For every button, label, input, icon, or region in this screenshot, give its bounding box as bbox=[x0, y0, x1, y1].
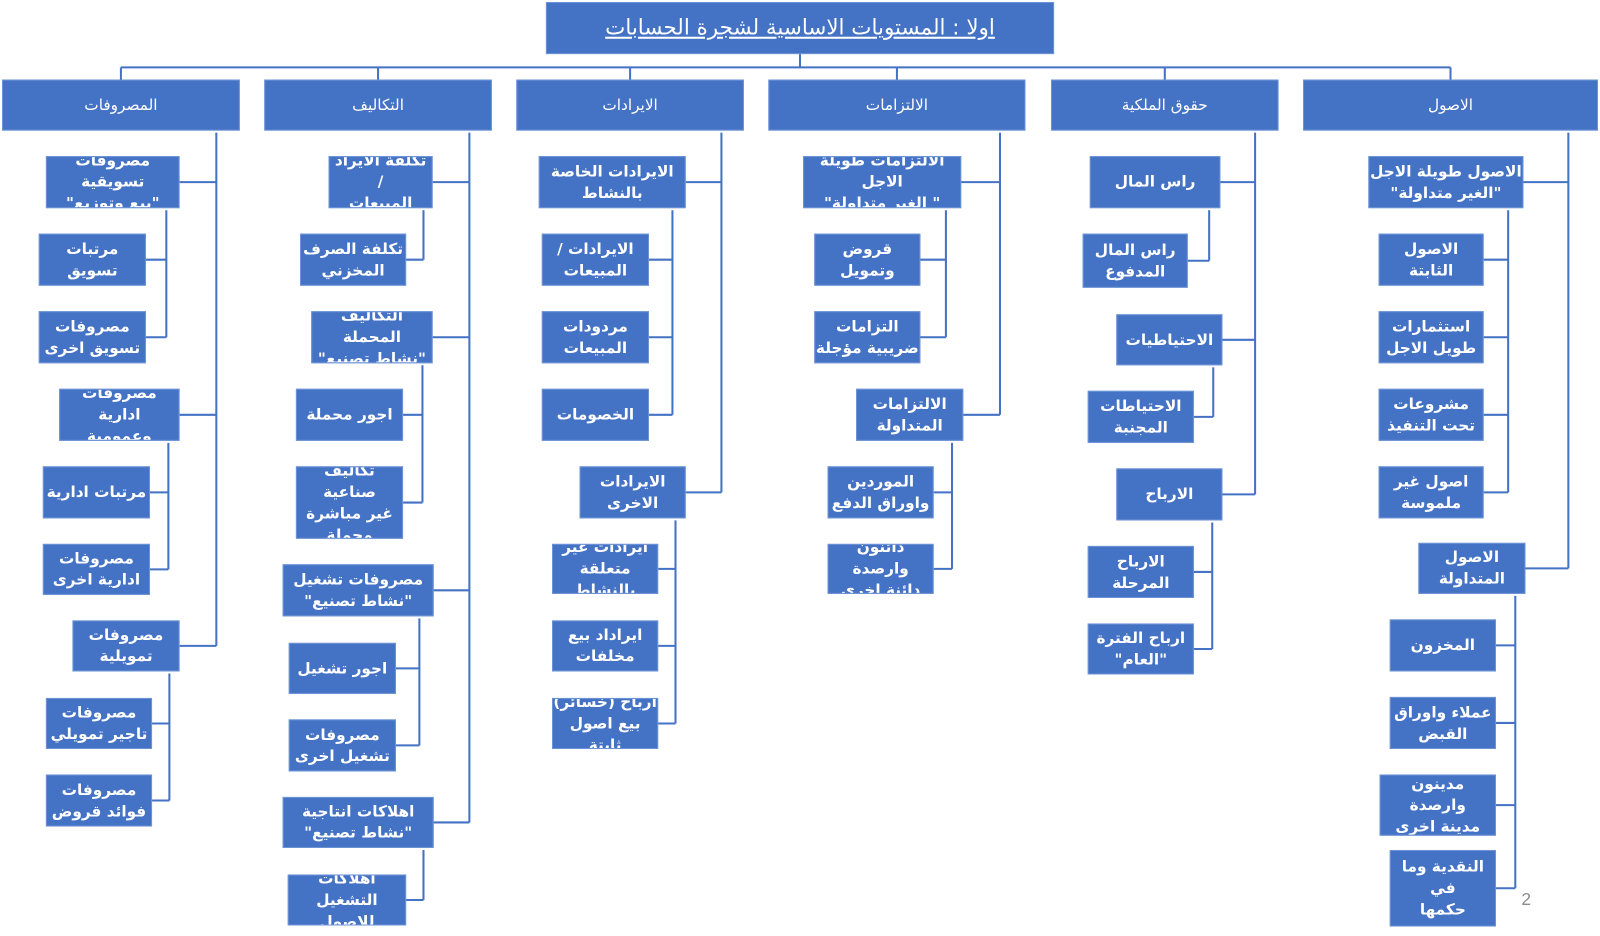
diagram-title: اولا : المستويات الاساسية لشجرة الحسابات bbox=[545, 2, 1055, 55]
page-number: 2 bbox=[1521, 889, 1532, 910]
account-box-0-0-3: اصول غير ملموسة bbox=[1378, 466, 1484, 519]
account-box-4-3-0: اهلاكات التشغيل للاصول bbox=[287, 874, 407, 926]
account-box-3-1-0: ايرادات غير متعلقة بالنشاط bbox=[552, 543, 659, 594]
account-box-0-0-1: استثمارات طويل الاجل bbox=[1378, 311, 1484, 364]
account-box-0-1-2: مدينون وارصدة مدينة اخرى bbox=[1379, 774, 1496, 836]
account-box-1-2-1: ارباح الفترة "العام" bbox=[1087, 623, 1194, 675]
category-box-4: التكاليف bbox=[264, 79, 492, 131]
account-group-box-3-0: الايرادات الخاصة بالنشاط bbox=[538, 156, 686, 209]
account-box-4-2-0: اجور تشغيل bbox=[288, 642, 396, 694]
account-box-5-1-0: مرتبات ادارية bbox=[42, 466, 150, 519]
account-box-3-1-1: ايراداد بيع مخلفات bbox=[552, 620, 659, 672]
account-box-5-0-0: مرتبات تسويق bbox=[38, 233, 146, 286]
account-box-5-2-0: مصروفات تاجير تمويلي bbox=[45, 697, 153, 749]
account-box-4-1-0: اجور محملة bbox=[295, 388, 404, 441]
account-group-box-1-1: الاحتياطيات bbox=[1116, 314, 1223, 366]
account-group-box-1-0: راس المال bbox=[1089, 156, 1221, 209]
account-group-box-5-2: مصروفات تمويلية bbox=[72, 620, 180, 672]
account-box-4-2-1: مصروفات تشغيل اخرى bbox=[288, 719, 396, 772]
account-box-4-1-1: تكاليف صناعية غير مباشرة محملة bbox=[295, 466, 404, 539]
account-box-1-0-0: راس المال المدفوع bbox=[1082, 233, 1188, 288]
account-group-box-2-1: الالتزامات المتداولة bbox=[856, 388, 964, 441]
account-group-box-3-1: الايرادات الاخرى bbox=[579, 466, 686, 519]
account-group-box-2-0: الالتزامات طويلة الاجل " الغير متداولة" bbox=[803, 156, 962, 209]
account-box-1-1-0: الاحتياطات المجنبة bbox=[1087, 390, 1194, 443]
category-box-0: الاصول bbox=[1303, 79, 1598, 131]
account-box-5-1-1: مصروفات ادارية اخرى bbox=[42, 543, 150, 595]
account-group-box-4-2: مصروفات تشغيل "نشاط تصنيع" bbox=[282, 564, 434, 617]
account-box-1-2-0: الارباح المرحلة bbox=[1087, 545, 1194, 598]
account-group-box-4-0: تكلفة الايراد / المبيعات bbox=[328, 156, 433, 209]
category-box-5: المصروفات bbox=[2, 79, 240, 131]
account-group-box-5-1: مصروفات ادارية وعمومية bbox=[59, 388, 180, 441]
category-box-1: حقوق الملكية bbox=[1051, 79, 1279, 131]
account-box-3-0-1: مردودات المبيعات bbox=[541, 311, 649, 364]
account-box-0-1-3: النقدية وما في حكمها bbox=[1389, 849, 1496, 927]
account-box-5-2-1: مصروفات فوائد قروض bbox=[45, 774, 153, 827]
account-box-2-0-0: قروض وتمويل bbox=[814, 233, 921, 286]
category-box-2: الالتزامات bbox=[768, 79, 1026, 131]
account-box-4-0-0: تكلفة الصرف المخزني bbox=[299, 233, 407, 286]
account-box-2-1-1: دائنون وارصدة دائنة اخرى bbox=[827, 543, 934, 594]
account-group-box-0-1: الاصول المتداولة bbox=[1418, 542, 1526, 594]
account-box-3-0-2: الخصومات bbox=[541, 388, 649, 441]
account-box-2-1-0: الموردين واوراق الدفع bbox=[827, 466, 934, 519]
account-box-5-0-1: مصروفات تسويق اخرى bbox=[38, 311, 146, 364]
account-box-3-1-2: ارباح (خسائر) بيع اصول ثابتة bbox=[552, 697, 659, 749]
account-box-2-0-1: التزامات ضريبية مؤجلة bbox=[814, 311, 921, 364]
account-group-box-0-0: الاصول طويلة الاجل "الغير متداولة" bbox=[1368, 156, 1524, 209]
category-box-3: الايرادات bbox=[516, 79, 744, 131]
account-box-3-0-0: الايرادات / المبيعات bbox=[541, 233, 649, 286]
account-group-box-1-2: الارباح bbox=[1116, 468, 1223, 521]
account-group-box-5-0: مصروفات تسويقية "بيع وتوزيع" bbox=[45, 156, 180, 209]
account-box-0-0-0: الاصول الثابتة bbox=[1378, 233, 1484, 286]
account-group-box-4-3: اهلاكات انتاجية "نشاط تصنيع" bbox=[282, 796, 434, 848]
account-box-0-1-0: المخزون bbox=[1389, 619, 1496, 672]
account-group-box-4-1: التكاليف المحملة "نشاط تصنيع" bbox=[311, 311, 433, 364]
account-box-0-0-2: مشروعات تحت التنفيذ bbox=[1378, 388, 1484, 441]
account-box-0-1-1: عملاء واوراق القبض bbox=[1389, 696, 1496, 749]
